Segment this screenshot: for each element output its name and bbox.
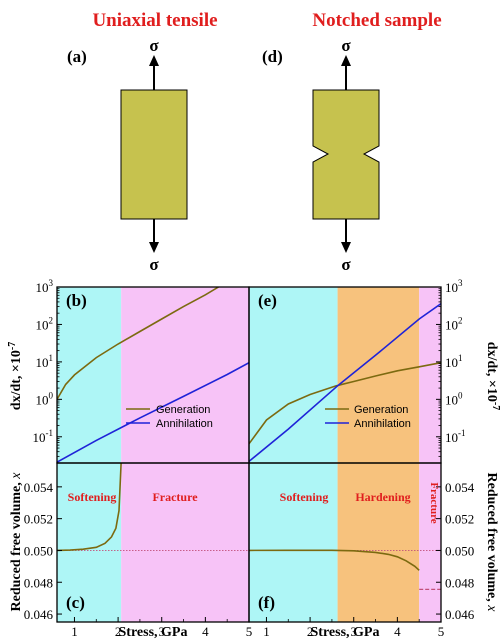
- ylabel-bottom-left: Reduced free volume, x: [9, 472, 24, 612]
- panel-label-e: (e): [258, 291, 277, 310]
- region-hardening-f: [337, 463, 420, 622]
- legend-e-generation-label: Generation: [354, 404, 408, 416]
- legend-b-annihilation-label: Annihilation: [156, 418, 213, 430]
- arrowhead-up-left: [149, 55, 159, 66]
- region-softening-c: [57, 463, 122, 622]
- ylabel-top-right: dx/dt, ×10-7: [484, 342, 500, 410]
- panel-label-c: (c): [66, 593, 85, 612]
- ytick-label-f: 0.054: [445, 480, 475, 495]
- label-softening-f: Softening: [280, 490, 329, 504]
- ytick-label-c: 0.048: [24, 575, 53, 590]
- region-fracture-b: [121, 287, 249, 463]
- shaded-regions: [57, 287, 441, 622]
- ytick-label-b: 102: [36, 315, 54, 332]
- sigma-bottom-left: σ: [149, 255, 159, 274]
- ylabel-bottom-right: Reduced free volume, x: [484, 473, 499, 613]
- sigma-top-right: σ: [341, 36, 351, 55]
- panel-label-b: (b): [66, 291, 87, 310]
- xlabel-right: Stress, GPa: [311, 625, 380, 639]
- ytick-label-e: 100: [445, 390, 463, 407]
- uniaxial-specimen: σ σ: [120, 36, 188, 274]
- xtick-label-f: 1: [263, 624, 270, 639]
- xtick-label-c: 5: [246, 624, 253, 639]
- region-softening-b: [57, 287, 122, 463]
- ytick-label-e: 103: [445, 278, 463, 295]
- ytick-label-b: 100: [36, 390, 54, 407]
- label-hardening-f: Hardening: [355, 490, 410, 504]
- ytick-label-e: 102: [445, 315, 463, 332]
- arrowhead-down-left: [149, 242, 159, 253]
- region-fracture-f: [419, 463, 441, 622]
- ytick-label-c: 0.046: [24, 607, 54, 622]
- ytick-label-c: 0.052: [24, 512, 53, 527]
- title-uniaxial-tensile: Uniaxial tensile: [92, 10, 217, 31]
- ytick-label-f: 0.048: [445, 575, 474, 590]
- region-fracture-c: [121, 463, 249, 622]
- notched-specimen: σ σ: [312, 36, 380, 274]
- xlabel-left: Stress, GPa: [119, 625, 188, 639]
- ytick-label-b: 103: [36, 278, 54, 295]
- region-softening-f: [249, 463, 338, 622]
- sigma-bottom-right: σ: [341, 255, 351, 274]
- legend-e: Generation Annihilation: [325, 404, 411, 430]
- sigma-top-left: σ: [149, 36, 159, 55]
- ytick-label-c: 0.050: [24, 543, 53, 558]
- xtick-label-f: 2: [307, 624, 314, 639]
- series-generation-b: [57, 287, 219, 400]
- axes-frame-f: [248, 462, 442, 623]
- arrowhead-up-right: [341, 55, 351, 66]
- xtick-label-c: 2: [115, 624, 122, 639]
- ylabel-top-left: dx/dt, ×10-7: [7, 342, 24, 410]
- legend-e-annihilation-label: Annihilation: [354, 418, 411, 430]
- ytick-label-b: 10-1: [33, 428, 54, 445]
- label-fracture-c: Fracture: [152, 490, 198, 504]
- arrowhead-down-right: [341, 242, 351, 253]
- series-generation-c: [57, 463, 122, 552]
- legend-b-generation-label: Generation: [156, 404, 210, 416]
- xtick-label-c: 3: [158, 624, 165, 639]
- ytick-label-e: 10-1: [445, 428, 466, 445]
- label-softening-c: Softening: [68, 490, 117, 504]
- series-annihilation-b: [57, 361, 249, 463]
- region-softening-e: [249, 287, 338, 463]
- uniaxial-specimen-body: [120, 89, 188, 220]
- region-fracture-e: [419, 287, 441, 463]
- label-fracture-f-vertical: Fracture: [428, 482, 440, 523]
- tick-marks-and-labels: 10-1 100 101 102 103 0.046 0.048 0.050 0.052 0.05…: [24, 278, 475, 639]
- data-series: [57, 287, 441, 591]
- ytick-label-b: 101: [36, 353, 54, 370]
- series-generation-f: [249, 549, 420, 571]
- title-notched-sample: Notched sample: [312, 10, 441, 31]
- ytick-label-c: 0.054: [24, 480, 54, 495]
- xtick-label-f: 3: [350, 624, 357, 639]
- plot-axes: [56, 286, 442, 623]
- notched-specimen-body: [312, 89, 380, 220]
- xtick-label-c: 1: [71, 624, 78, 639]
- xtick-label-c: 4: [202, 624, 209, 639]
- ytick-label-f: 0.052: [445, 512, 474, 527]
- ytick-label-f: 0.050: [445, 543, 474, 558]
- ytick-label-e: 101: [445, 353, 463, 370]
- series-annihilation-e: [249, 302, 441, 463]
- xtick-label-f: 5: [438, 624, 445, 639]
- xtick-label-f: 4: [394, 624, 401, 639]
- series-generation-e: [249, 361, 441, 445]
- legend-b: Generation Annihilation: [126, 404, 213, 430]
- panel-label-a: (a): [67, 47, 87, 66]
- ytick-label-f: 0.046: [445, 607, 475, 622]
- panel-label-d: (d): [262, 47, 283, 66]
- panel-label-f: (f): [258, 593, 275, 612]
